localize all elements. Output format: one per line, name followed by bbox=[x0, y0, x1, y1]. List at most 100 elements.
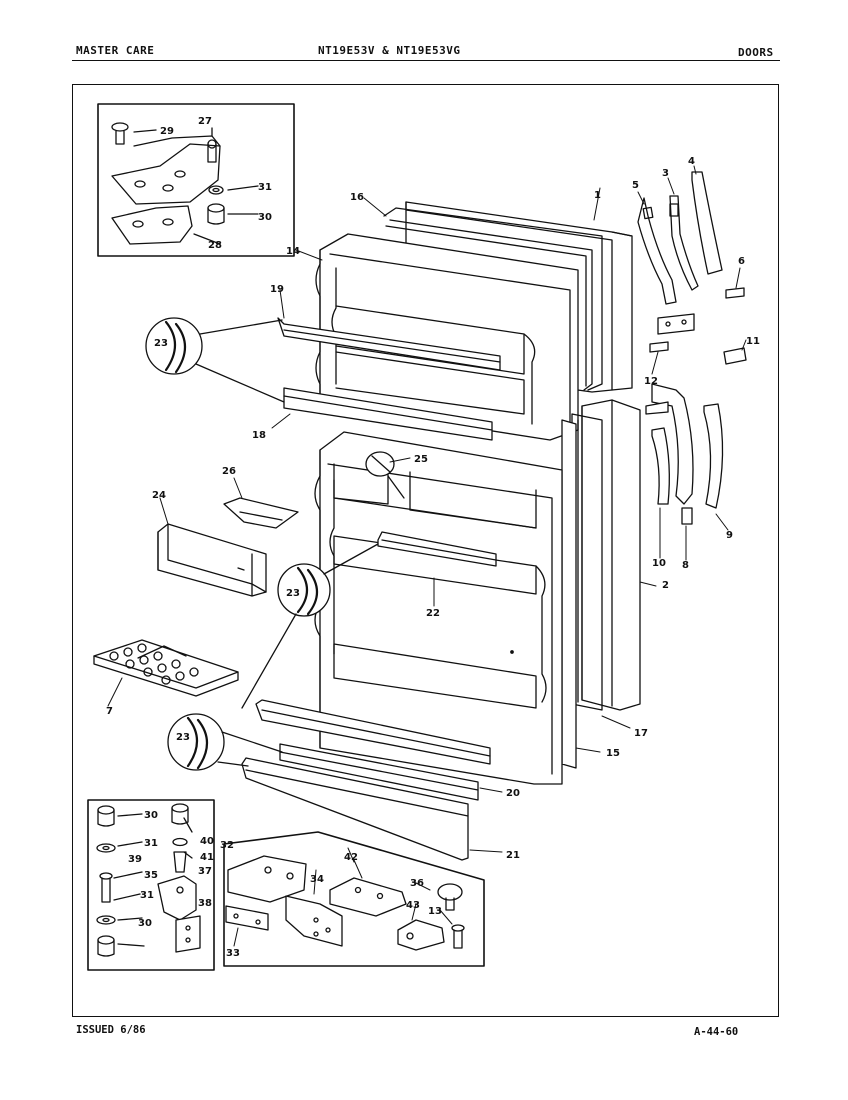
egg-tray-part-7 bbox=[93, 639, 239, 697]
handle-trim-part-9 bbox=[703, 403, 724, 509]
handle-spacer-part-12 bbox=[649, 341, 669, 353]
plug-part-36 bbox=[437, 883, 463, 911]
callout-31-left-top: 31 bbox=[144, 838, 158, 849]
washer-part-31-top bbox=[96, 843, 116, 853]
hinge-plate-part-28 bbox=[111, 205, 193, 245]
callout-23-middle: 23 bbox=[286, 588, 300, 599]
hinge-part-42 bbox=[329, 877, 407, 917]
divider-part-25 bbox=[365, 451, 405, 499]
handle-part-lower bbox=[645, 383, 694, 505]
washer-part-31 bbox=[208, 185, 224, 195]
callout-28: 28 bbox=[208, 240, 222, 251]
bottom-shelf-part-21 bbox=[241, 757, 469, 861]
inset-bottom-hinge bbox=[87, 799, 215, 971]
dairy-bin-part-24 bbox=[157, 523, 267, 597]
screw-part-13 bbox=[451, 924, 465, 949]
detail-circle-23-middle bbox=[241, 543, 379, 709]
screw-part-39 bbox=[173, 851, 187, 873]
callout-37: 37 bbox=[198, 866, 212, 877]
callout-27: 27 bbox=[198, 116, 212, 127]
detail-circle-23-upper bbox=[145, 317, 285, 403]
handle-bracket-part-8 bbox=[681, 507, 693, 525]
callout-14: 14 bbox=[286, 246, 300, 257]
callout-29: 29 bbox=[160, 126, 174, 137]
bushing-part-40 bbox=[171, 803, 189, 825]
handle-part-10 bbox=[651, 427, 670, 505]
footer-page-code: A-44-60 bbox=[694, 1026, 739, 1038]
callout-15: 15 bbox=[606, 748, 620, 759]
washer-part-41 bbox=[172, 837, 188, 847]
callout-5: 5 bbox=[632, 180, 639, 191]
callout-8: 8 bbox=[682, 560, 689, 571]
callout-23-lower: 23 bbox=[176, 732, 190, 743]
hinge-part-32 bbox=[227, 855, 307, 903]
callout-25: 25 bbox=[414, 454, 428, 465]
callout-7: 7 bbox=[106, 706, 113, 717]
header-models: NT19E53V & NT19E53VG bbox=[318, 44, 461, 57]
freezer-liner-part-14 bbox=[315, 233, 579, 441]
callout-24: 24 bbox=[152, 490, 166, 501]
bushing-part-30-top bbox=[97, 805, 115, 827]
header-section: DOORS bbox=[738, 46, 774, 59]
callout-22: 22 bbox=[426, 608, 440, 619]
bushing-part-30-bottom bbox=[97, 935, 115, 957]
handle-cap-part-6 bbox=[725, 287, 745, 299]
freezer-shelf-part-19 bbox=[277, 317, 501, 371]
callout-31-left-bottom: 31 bbox=[140, 890, 154, 901]
bushing-part-30 bbox=[207, 203, 225, 225]
hinge-part-34 bbox=[285, 895, 343, 947]
handle-trim-part-4 bbox=[691, 171, 723, 275]
pin-part-35 bbox=[99, 872, 113, 903]
bracket-part-43 bbox=[397, 919, 445, 951]
callout-4: 4 bbox=[688, 156, 695, 167]
hinge-hardware-panel bbox=[223, 831, 485, 967]
handle-part-5 bbox=[637, 197, 677, 305]
footer-issued: ISSUED 6/86 bbox=[76, 1024, 146, 1036]
screw-part-29 bbox=[111, 122, 129, 145]
handle-bracket-upper bbox=[657, 313, 695, 335]
fresh-food-door-part-2 bbox=[581, 399, 641, 711]
callout-38: 38 bbox=[198, 898, 212, 909]
callout-13: 13 bbox=[428, 906, 442, 917]
header-rule bbox=[72, 60, 780, 61]
callout-43: 43 bbox=[406, 900, 420, 911]
callout-9: 9 bbox=[726, 530, 733, 541]
hinge-part-27 bbox=[111, 135, 221, 205]
callout-23-upper: 23 bbox=[154, 338, 168, 349]
callout-20: 20 bbox=[506, 788, 520, 799]
diagram-frame bbox=[72, 84, 779, 1017]
callout-21: 21 bbox=[506, 850, 520, 861]
callout-31-top-inset: 31 bbox=[258, 182, 272, 193]
callout-18: 18 bbox=[252, 430, 266, 441]
handle-part-3 bbox=[669, 195, 699, 291]
callout-16: 16 bbox=[350, 192, 364, 203]
callout-34: 34 bbox=[310, 874, 324, 885]
inset-top-hinge bbox=[97, 103, 295, 257]
callout-30-left-bottom: 30 bbox=[138, 918, 152, 929]
callout-30-left-top: 30 bbox=[144, 810, 158, 821]
freezer-gasket-part-16 bbox=[385, 219, 593, 391]
plate-part-33 bbox=[225, 905, 269, 931]
callout-10: 10 bbox=[652, 558, 666, 569]
detail-circle-23-lower bbox=[167, 713, 283, 771]
callout-labels: 1 2 3 4 5 6 7 8 9 10 11 12 13 14 15 16 1… bbox=[106, 116, 760, 959]
callout-26: 26 bbox=[222, 466, 236, 477]
callout-17: 17 bbox=[634, 728, 648, 739]
callout-3: 3 bbox=[662, 168, 669, 179]
washer-part-31-bottom bbox=[96, 915, 116, 925]
bottle-retainer-part-20 bbox=[255, 699, 491, 801]
shelf-part-22 bbox=[377, 531, 497, 567]
callout-36: 36 bbox=[410, 878, 424, 889]
callout-41: 41 bbox=[200, 852, 214, 863]
callout-40: 40 bbox=[200, 836, 214, 847]
handle-cap-part-11 bbox=[723, 347, 747, 365]
callout-19: 19 bbox=[270, 284, 284, 295]
exploded-parts-diagram: 1 2 3 4 5 6 7 8 9 10 11 12 13 14 15 16 1… bbox=[87, 103, 760, 971]
callout-32: 32 bbox=[220, 840, 234, 851]
leader-lines bbox=[107, 165, 747, 947]
hinge-part-37 bbox=[157, 875, 197, 921]
header-brand: MASTER CARE bbox=[76, 44, 155, 57]
callout-11: 11 bbox=[746, 336, 760, 347]
callout-12: 12 bbox=[644, 376, 658, 387]
breaker-strip-part-15 bbox=[561, 419, 577, 769]
